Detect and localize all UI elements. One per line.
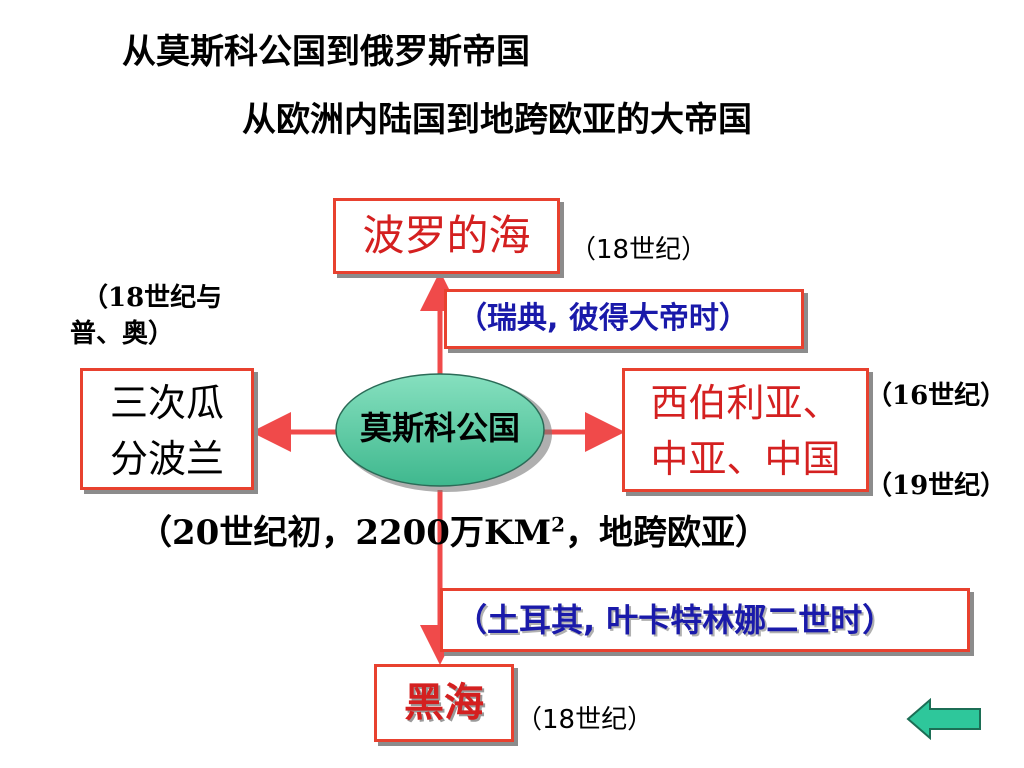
center-label: 莫斯科公国 xyxy=(359,409,520,447)
summary-note: （20世纪初，2200万KM2，地跨欧亚） xyxy=(138,510,769,556)
poland-label-line-2: 分波兰 xyxy=(109,437,224,481)
turkey-label: （土耳其, 叶卡特林娜二世时） xyxy=(455,601,895,639)
sweden-box: （瑞典, 彼得大帝时） xyxy=(444,289,804,349)
siberia-period-bottom: （19世纪） xyxy=(866,471,1007,501)
center-ellipse-fill xyxy=(335,373,545,487)
poland-period-line-1: （18世纪与 xyxy=(82,283,223,313)
poland-period-line-2: 普、奥） xyxy=(70,319,175,349)
turkey-box: （土耳其, 叶卡特林娜二世时） xyxy=(440,588,970,652)
black-sea-label: 黑海 xyxy=(404,680,484,726)
summary-after: ，地跨欧亚） xyxy=(565,513,770,553)
summary-before: （20世纪初，2200万KM xyxy=(138,513,552,553)
siberia-label-line-2: 中亚、中国 xyxy=(650,437,841,481)
summary-superscript: 2 xyxy=(551,512,566,537)
baltic-sea-label: 波罗的海 xyxy=(362,211,531,260)
title-line-1: 从莫斯科公国到俄罗斯帝国 xyxy=(122,32,530,72)
siberia-period-top: （16世纪） xyxy=(866,381,1007,411)
black-sea-period: （18世纪） xyxy=(516,705,654,735)
poland-label-line-1: 三次瓜 xyxy=(109,381,224,425)
siberia-box: 西伯利亚、 中亚、中国 xyxy=(622,368,869,492)
back-arrow-icon[interactable] xyxy=(906,698,982,740)
title-line-2: 从欧洲内陆国到地跨欧亚的大帝国 xyxy=(242,100,752,140)
black-sea-box: 黑海 xyxy=(374,664,514,742)
baltic-period: （18世纪） xyxy=(570,235,708,265)
sweden-label: （瑞典, 彼得大帝时） xyxy=(457,301,749,336)
poland-box: 三次瓜 分波兰 xyxy=(80,368,254,490)
baltic-sea-box: 波罗的海 xyxy=(333,198,560,274)
siberia-label-line-1: 西伯利亚、 xyxy=(650,381,841,425)
